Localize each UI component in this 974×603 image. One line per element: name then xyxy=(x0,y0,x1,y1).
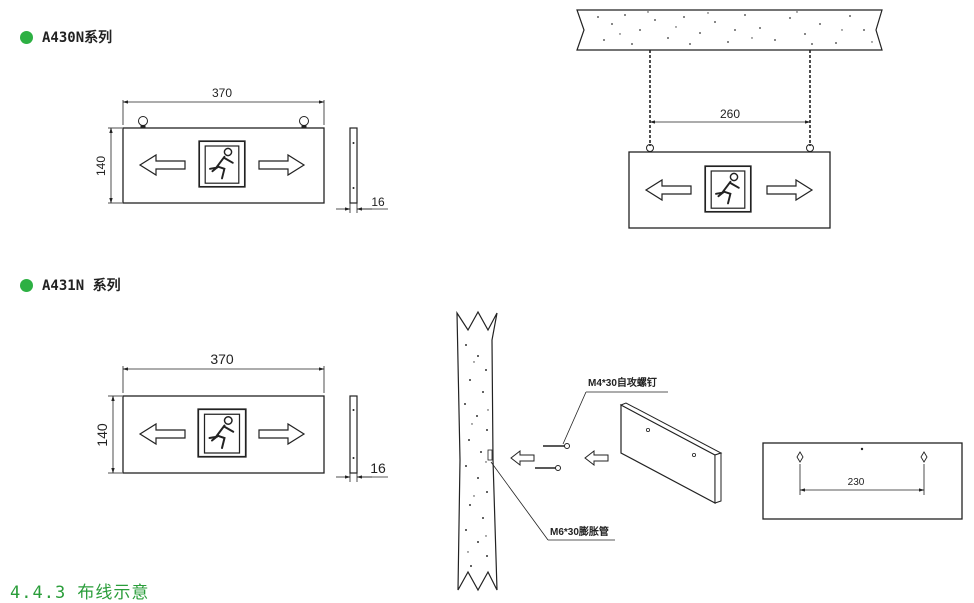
left-arrow-icon xyxy=(644,178,692,202)
right-arrow-icon xyxy=(258,153,306,177)
a431n-width-label: 370 xyxy=(210,351,234,367)
right-arrow-icon xyxy=(258,422,306,446)
green-bullet-icon xyxy=(20,30,33,44)
series-a430n-title: A430N系列 xyxy=(42,30,113,46)
ceiling-slab xyxy=(576,9,883,51)
wall-section xyxy=(456,310,498,592)
green-bullet-icon xyxy=(20,278,33,292)
right-arrow-icon xyxy=(766,178,814,202)
a430n-depth-label: 16 xyxy=(371,195,385,209)
series-a430n-heading: A430N系列 xyxy=(20,27,112,47)
sign-body-isometric xyxy=(620,404,716,504)
a430n-width-label: 370 xyxy=(212,86,232,100)
a431n-depth-label: 16 xyxy=(370,460,386,476)
section-heading: 4.4.3 布线示意 xyxy=(10,583,150,603)
chain-spacing-label: 260 xyxy=(720,107,740,121)
a431n-front-view: 370 140 16 xyxy=(94,351,388,482)
insert-direction-arrow-icon xyxy=(510,449,535,467)
a430n-height-label: 140 xyxy=(94,156,108,176)
insert-direction-arrow-icon xyxy=(584,449,609,467)
running-man-icon xyxy=(704,165,752,213)
sign-back-view xyxy=(762,442,963,520)
series-a431n-heading: A431N 系列 xyxy=(20,275,121,295)
a431n-height-label: 140 xyxy=(94,423,110,447)
running-man-icon xyxy=(198,140,246,188)
hanging-install-view: 260 xyxy=(576,9,883,229)
screw-label: M4*30自攻螺钉 xyxy=(588,376,657,389)
a430n-front-view: 370 140 16 xyxy=(94,86,388,213)
anchor-label: M6*30膨胀管 xyxy=(550,525,609,538)
left-arrow-icon xyxy=(138,422,186,446)
series-a431n-title: A431N 系列 xyxy=(42,278,121,294)
left-arrow-icon xyxy=(138,153,186,177)
running-man-icon xyxy=(197,408,247,458)
wall-mount-view: M4*30自攻螺钉 M6*30膨胀管 230 xyxy=(456,310,963,592)
hole-spacing-label: 230 xyxy=(848,477,865,488)
